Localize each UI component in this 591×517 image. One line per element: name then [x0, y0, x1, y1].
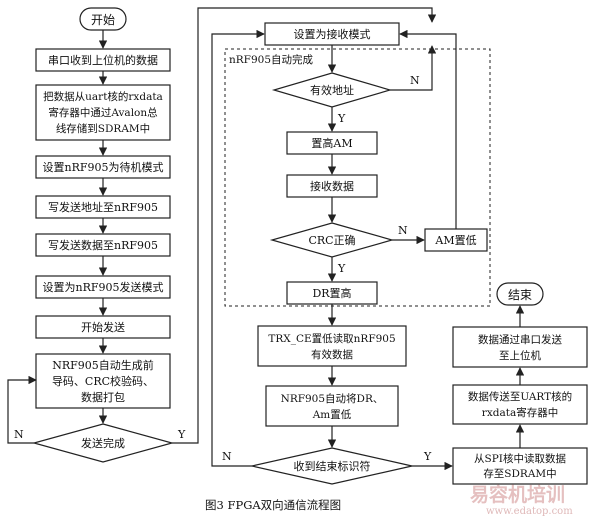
receive-data-label: 接收数据	[310, 179, 354, 193]
end-flag-decision	[251, 447, 413, 485]
send-done-no-label: N	[14, 428, 24, 441]
watermark-brand: 易容机培训	[470, 483, 565, 506]
start-label: 开始	[91, 13, 115, 27]
valid-address-no-label: N	[410, 74, 420, 87]
send-done-decision	[31, 423, 175, 463]
write-address-label: 写发送地址至nRF905	[48, 200, 158, 214]
auto-complete-group	[224, 48, 491, 307]
watermark-url: www.edatop.com	[486, 506, 573, 517]
auto-packet-line3: 数据打包	[81, 390, 125, 404]
to-uart-box	[452, 384, 588, 425]
crc-ok-label: CRC正确	[308, 234, 355, 247]
auto-clear-box	[265, 385, 399, 427]
crc-ok-no-label: N	[398, 224, 408, 237]
send-done-yes-label: Y	[177, 428, 186, 441]
standby-mode-label: 设置nRF905为待机模式	[43, 160, 164, 174]
trx-read-box	[257, 325, 407, 367]
valid-address-label: 有效地址	[310, 83, 354, 97]
serial-receive-label: 串口收到上位机的数据	[48, 53, 158, 67]
end-terminal	[496, 282, 544, 306]
receive-mode-label: 设置为接收模式	[294, 27, 371, 41]
auto-complete-group-label: nRF905自动完成	[229, 53, 313, 66]
store-sdram-box	[35, 84, 171, 141]
store-sdram-line1: 把数据从uart核的rxdata	[43, 90, 163, 103]
auto-clear-line2: Am置低	[312, 408, 352, 421]
figure-caption: 图3 FPGA双向通信流程图	[205, 498, 341, 512]
trx-read-line1: TRX_CE置低读取nRF905	[268, 332, 395, 345]
trx-read-line2: 有效数据	[311, 348, 353, 361]
store-sdram-line2: 寄存器中通过Avalon总	[48, 106, 158, 119]
valid-address-yes-label: Y	[337, 112, 346, 125]
send-mode-label: 设置为nRF905发送模式	[43, 280, 164, 294]
end-flag-yes-label: Y	[423, 450, 432, 463]
to-uart-line1: 数据传送至UART核的	[468, 390, 572, 403]
auto-packet-line2: 导码、CRC校验码、	[52, 374, 154, 388]
end-flag-no-label: N	[222, 450, 232, 463]
to-uart-line2: rxdata寄存器中	[482, 406, 558, 419]
send-done-label: 发送完成	[81, 436, 125, 450]
auto-clear-line1: NRF905自动将DR、	[281, 392, 384, 405]
am-high-label: 置高AM	[311, 136, 352, 150]
serial-send-line1: 数据通过串口发送	[478, 333, 562, 346]
end-label: 结束	[508, 288, 532, 302]
end-flag-label: 收到结束标识符	[294, 459, 371, 473]
serial-send-line2: 至上位机	[499, 349, 541, 362]
write-data-label: 写发送数据至nRF905	[48, 238, 158, 252]
dr-high-label: DR置高	[312, 286, 351, 300]
spi-read-line2: 存至SDRAM中	[483, 467, 556, 480]
store-sdram-line3: 线存储到SDRAM中	[56, 122, 150, 135]
auto-packet-line1: NRF905自动生成前	[52, 358, 154, 372]
am-low-label: AM置低	[434, 234, 476, 247]
spi-read-line1: 从SPI核中读取数据	[474, 452, 566, 465]
crc-ok-yes-label: Y	[337, 262, 346, 275]
start-send-label: 开始发送	[81, 320, 125, 334]
